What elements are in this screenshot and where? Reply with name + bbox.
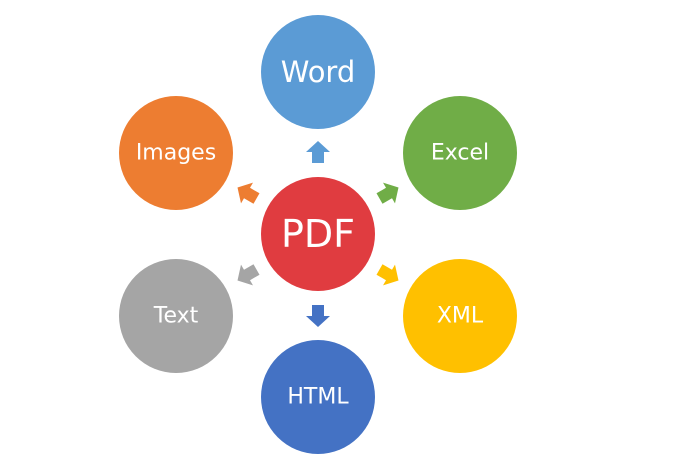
node-pdf: PDF [261, 177, 375, 291]
connector-arrows [237, 141, 399, 327]
arrow-to-xml [376, 264, 399, 286]
arrow-to-html [306, 305, 330, 327]
node-html: HTML [261, 340, 375, 454]
node-xml-circle [403, 259, 517, 373]
node-word: Word [261, 15, 375, 129]
node-xml: XML [403, 259, 517, 373]
node-pdf-label: PDF [281, 212, 355, 256]
node-images-circle [119, 96, 233, 210]
node-text-label: Text [153, 304, 199, 329]
node-images: Images [119, 96, 233, 210]
node-excel-circle [403, 96, 517, 210]
node-text-circle [119, 259, 233, 373]
node-word-label: Word [281, 55, 356, 89]
node-html-circle [261, 340, 375, 454]
arrow-to-excel [376, 182, 399, 204]
node-html-label: HTML [287, 385, 349, 410]
arrow-to-text [237, 264, 260, 286]
node-xml-label: XML [437, 304, 484, 329]
arrow-to-word [306, 141, 330, 163]
node-word-circle [261, 15, 375, 129]
node-text: Text [119, 259, 233, 373]
node-images-label: Images [136, 141, 216, 166]
node-pdf-circle [261, 177, 375, 291]
node-excel-label: Excel [431, 141, 489, 166]
node-excel: Excel [403, 96, 517, 210]
arrow-to-images [237, 182, 260, 204]
